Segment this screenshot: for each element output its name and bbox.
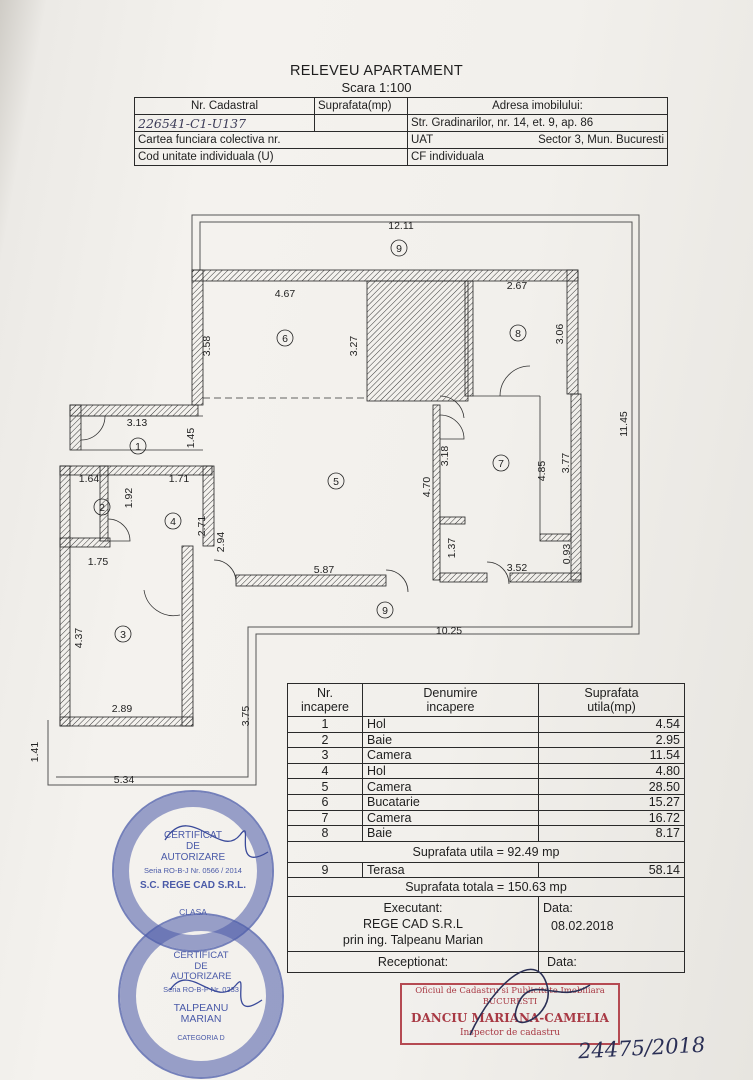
certificate-stamp-engineer: CERTIFICAT DE AUTORIZARE Seria RO-B-F Nr… xyxy=(118,913,284,1079)
inspector-stamp: Oficiul de Cadastru si Publicitate Imobi… xyxy=(400,983,620,1045)
dim-171: 1.71 xyxy=(169,473,190,485)
dim-164: 1.64 xyxy=(79,473,100,485)
room-label-4: 4 xyxy=(170,516,176,528)
dim-467: 4.67 xyxy=(275,288,296,300)
stamp1-line3: AUTORIZARE xyxy=(160,852,226,863)
room-label-3: 3 xyxy=(120,629,126,641)
room-area: 15.27 xyxy=(538,793,685,811)
receptionat-label: Receptionat: xyxy=(287,951,539,974)
dim-145: 1.45 xyxy=(185,428,197,449)
date-label: Data: xyxy=(543,901,573,916)
dim-534: 5.34 xyxy=(114,774,135,786)
dim-318: 3.18 xyxy=(439,446,451,467)
room-markers: 9 6 8 1 5 7 2 4 9 3 xyxy=(93,239,527,643)
executant-by: prin ing. Talpeanu Marian xyxy=(342,933,484,948)
interior-lines xyxy=(81,395,541,534)
terrace-boundary xyxy=(47,214,640,786)
document-title: RELEVEU APARTAMENT xyxy=(290,63,463,79)
dim-375: 3.75 xyxy=(240,706,252,727)
cadastral-header-table: Nr. Cadastral Suprafata(mp) Adresa imobi… xyxy=(134,97,668,166)
dim-1025: 10.25 xyxy=(436,625,462,637)
room-label-2: 2 xyxy=(99,502,105,514)
inspector-city: BUCURESTI xyxy=(482,997,538,1007)
stamp1-title: CERTIFICAT xyxy=(164,830,222,841)
dim-289: 2.89 xyxy=(112,703,133,715)
uat-value: Sector 3, Mun. Bucuresti xyxy=(538,134,664,146)
dim-437: 4.37 xyxy=(73,628,85,649)
room-area: 4.80 xyxy=(538,762,685,780)
stamp2-name2: MARIAN xyxy=(180,1012,222,1025)
dim-1145: 11.45 xyxy=(618,411,630,437)
room-label-5: 5 xyxy=(333,476,339,488)
inspector-name: DANCIU MARIANA-CAMELIA xyxy=(411,1011,609,1025)
rooms-head-area: Suprafata utila(mp) xyxy=(538,683,685,717)
cod-unitate-label: Cod unitate individuala (U) xyxy=(134,148,408,166)
floor-plan: 12.11 4.67 2.67 3.58 3.27 3.06 11.45 3.1… xyxy=(29,214,640,786)
stamp1-line2: DE xyxy=(186,841,200,852)
stamp2-line3: AUTORIZARE xyxy=(170,971,232,982)
dim-327: 3.27 xyxy=(348,336,360,357)
rooms-head-name: Denumire incapere xyxy=(362,683,539,717)
uat-label: UAT xyxy=(411,134,434,146)
dim-358: 3.58 xyxy=(201,336,213,357)
plan-dimensions: 12.11 4.67 2.67 3.58 3.27 3.06 11.45 3.1… xyxy=(29,220,630,786)
dim-352: 3.52 xyxy=(507,562,528,574)
dim-485: 4.85 xyxy=(536,461,548,482)
stamp2-serie: Seria RO-B-F Nr. 0233 xyxy=(163,984,239,994)
document-scale: Scara 1:100 xyxy=(341,80,412,95)
dim-587: 5.87 xyxy=(314,564,335,576)
dim-192: 1.92 xyxy=(123,488,135,509)
grand-total: Suprafata totala = 150.63 mp xyxy=(287,877,685,898)
room-label-7: 7 xyxy=(498,458,504,470)
dim-terrace-top: 12.11 xyxy=(388,220,414,232)
stamp2-name1: TALPEANU xyxy=(173,1002,229,1014)
stamp2-title: CERTIFICAT xyxy=(173,950,229,961)
useful-area-total: Suprafata utila = 92.49 mp xyxy=(287,840,685,863)
cf-individuala-label: CF individuala xyxy=(407,148,668,166)
suprafata-label: Suprafata(mp) xyxy=(314,97,408,115)
executant-name: REGE CAD S.R.L xyxy=(362,917,464,932)
inspector-office: Oficiul de Cadastru si Publicitate Imobi… xyxy=(415,986,605,996)
apartment-walls xyxy=(59,269,582,727)
stamp1-serie: Seria RO-B-J Nr. 0566 / 2014 xyxy=(144,866,242,875)
room-label-9-bottom: 9 xyxy=(382,605,388,617)
room-name: Camera xyxy=(362,809,539,827)
dim-271: 2.71 xyxy=(196,516,208,537)
dim-093: 0.93 xyxy=(561,544,573,565)
room-area: 8.17 xyxy=(538,825,685,842)
stamp1-company: S.C. REGE CAD S.R.L. xyxy=(139,880,247,891)
inspector-role: Inspector de cadastru xyxy=(459,1028,561,1038)
room-label-9-top: 9 xyxy=(396,243,402,255)
dim-294: 2.94 xyxy=(215,532,227,553)
rooms-table: Nr. incapere Denumire incapere Suprafata… xyxy=(287,683,685,974)
door-swings xyxy=(80,365,531,617)
dim-175: 1.75 xyxy=(88,556,109,568)
room-label-1: 1 xyxy=(135,441,141,453)
stamp2-category: CATEGORIA D xyxy=(177,1035,225,1042)
room-label-6: 6 xyxy=(282,333,288,345)
dim-141: 1.41 xyxy=(29,742,41,763)
dim-306: 3.06 xyxy=(554,324,566,345)
room-label-8: 8 xyxy=(515,328,521,340)
room-name: Camera xyxy=(362,747,539,764)
dim-470: 4.70 xyxy=(421,477,433,498)
stamp2-line2: DE xyxy=(194,960,208,972)
dim-313: 3.13 xyxy=(127,417,148,429)
address-value: Str. Gradinarilor, nr. 14, et. 9, ap. 86 xyxy=(407,114,668,132)
date-value: 08.02.2018 xyxy=(551,919,614,934)
dim-377: 3.77 xyxy=(560,453,572,474)
date2-label: Data: xyxy=(538,951,685,974)
dim-267: 2.67 xyxy=(507,280,528,292)
executant-label: Executant: xyxy=(383,901,443,916)
dim-137: 1.37 xyxy=(446,538,458,559)
stamp1-class: CLASA xyxy=(179,907,207,917)
